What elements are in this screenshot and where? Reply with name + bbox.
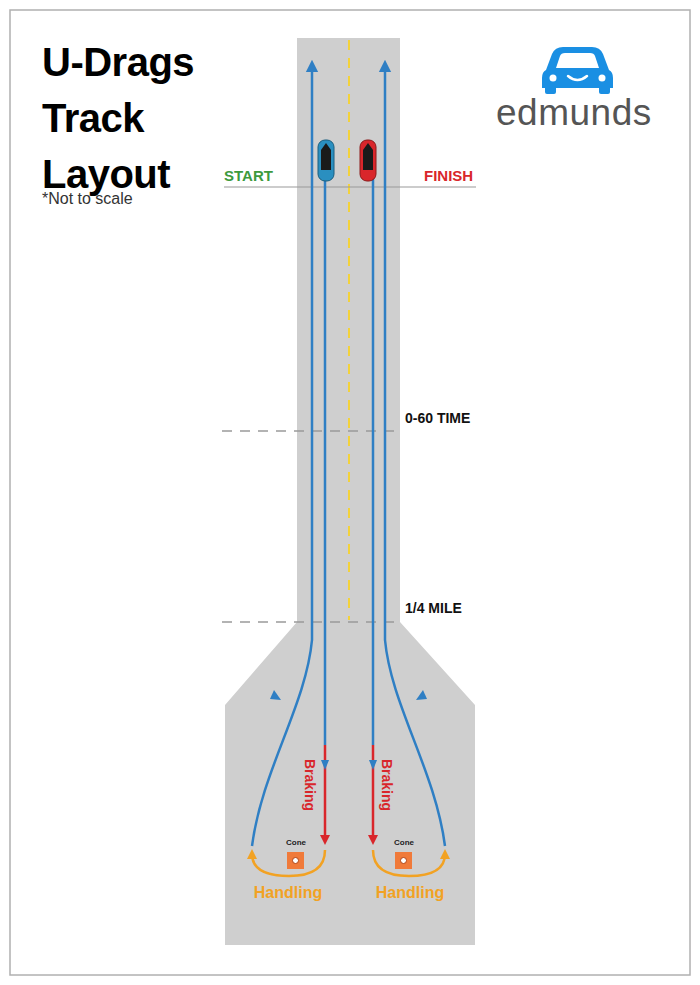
center-line bbox=[348, 40, 350, 620]
logo-car-light bbox=[599, 75, 606, 82]
blue-car bbox=[318, 140, 334, 181]
zero-sixty-marker bbox=[222, 430, 398, 432]
logo-car-icon bbox=[542, 47, 613, 88]
outbound-path bbox=[372, 178, 375, 745]
finish-label: FINISH bbox=[424, 167, 473, 184]
page-frame bbox=[10, 10, 690, 975]
braking-label: Braking bbox=[379, 759, 395, 811]
handling-label: Handling bbox=[376, 884, 444, 902]
quarter-mile-marker bbox=[222, 621, 398, 623]
handling-path bbox=[252, 850, 325, 876]
track-surface bbox=[225, 38, 475, 945]
red-car bbox=[360, 140, 376, 181]
direction-arrow bbox=[369, 760, 377, 770]
braking-path bbox=[324, 745, 327, 840]
title: U-Drags Track Layout bbox=[42, 34, 252, 202]
blue-car-roof bbox=[321, 143, 331, 170]
handling-path bbox=[373, 850, 445, 876]
handling-label: Handling bbox=[254, 884, 322, 902]
logo-wordmark: edmunds bbox=[496, 92, 652, 134]
cone-label: Cone bbox=[394, 838, 414, 847]
braking-label: Braking bbox=[302, 759, 318, 811]
direction-arrow bbox=[270, 690, 281, 700]
cone-symbol bbox=[395, 852, 412, 869]
start-finish-line bbox=[224, 186, 476, 187]
cone-label: Cone bbox=[286, 838, 306, 847]
logo-car-smile bbox=[568, 76, 587, 80]
direction-arrow bbox=[416, 690, 427, 700]
braking-path bbox=[372, 745, 375, 840]
cone-symbol bbox=[287, 852, 304, 869]
cone-symbol bbox=[401, 858, 407, 864]
red-car-roof bbox=[363, 143, 373, 170]
marker-label: 0-60 TIME bbox=[405, 410, 470, 426]
direction-arrow bbox=[321, 760, 329, 770]
outbound-path bbox=[324, 178, 327, 745]
start-label: START bbox=[224, 167, 273, 184]
logo-car-light bbox=[550, 75, 557, 82]
note: *Not to scale bbox=[42, 190, 133, 208]
marker-label: 1/4 MILE bbox=[405, 600, 462, 616]
logo-car-window bbox=[556, 53, 599, 68]
cone-symbol bbox=[293, 858, 299, 864]
